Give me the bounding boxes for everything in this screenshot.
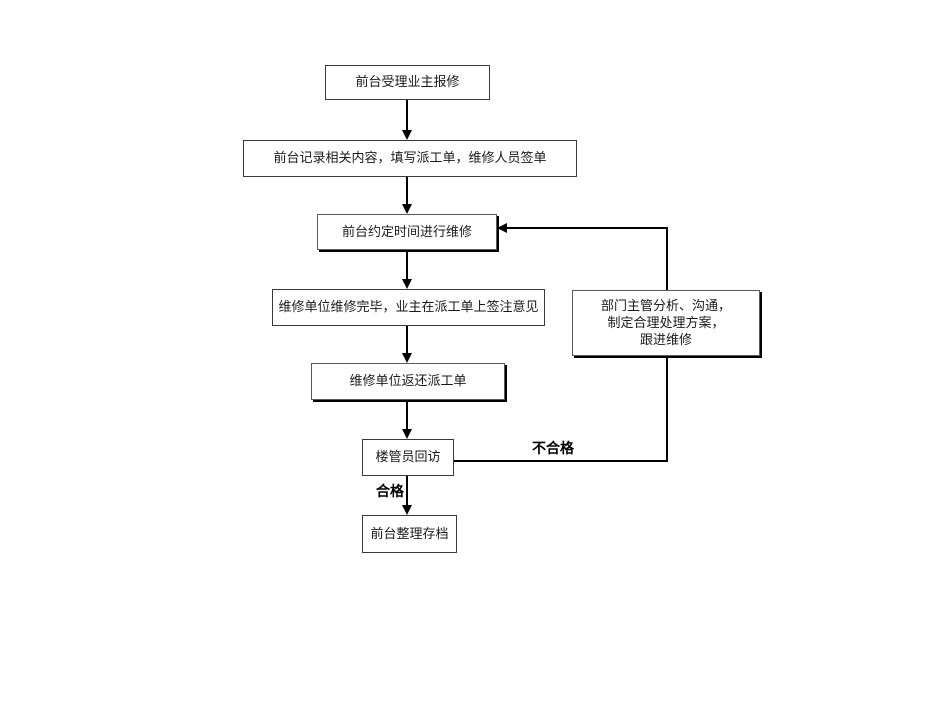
connector-receive-to-record [406,100,408,133]
arrowhead-down-return [402,353,412,363]
arrowhead-down-complete [402,279,412,289]
node-building-manager-follow-up: 楼管员回访 [362,439,454,476]
arrowhead-left-schedule [497,223,507,233]
node-department-manager-analysis: 部门主管分析、沟通， 制定合理处理方案， 跟进维修 [572,290,760,356]
connector-manager-up-vertical [666,228,668,290]
arrowhead-down-visit [402,429,412,439]
connector-visit-to-archive [406,476,408,507]
connector-schedule-to-complete [406,250,408,281]
connector-visit-to-manager-horizontal [454,460,668,462]
label-fail: 不合格 [532,441,574,457]
connector-record-to-schedule [406,177,408,206]
connector-visit-to-manager-vertical [666,356,668,462]
arrowhead-down-record [402,130,412,140]
node-record-and-dispatch-sheet: 前台记录相关内容，填写派工单，维修人员签单 [243,140,577,177]
label-pass: 合格 [376,484,404,500]
node-repair-complete-owner-signs: 维修单位维修完毕，业主在派工单上签注意见 [272,289,545,326]
arrowhead-down-schedule [402,204,412,214]
node-schedule-repair-time: 前台约定时间进行维修 [317,214,497,250]
connector-manager-to-schedule-horizontal [497,227,668,229]
connector-complete-to-return [406,326,408,355]
node-front-desk-archive: 前台整理存档 [362,515,457,553]
connector-return-to-visit [406,400,408,431]
arrowhead-down-archive [402,505,412,515]
node-receive-repair-request: 前台受理业主报修 [325,65,490,100]
node-return-dispatch-sheet: 维修单位返还派工单 [311,363,505,400]
